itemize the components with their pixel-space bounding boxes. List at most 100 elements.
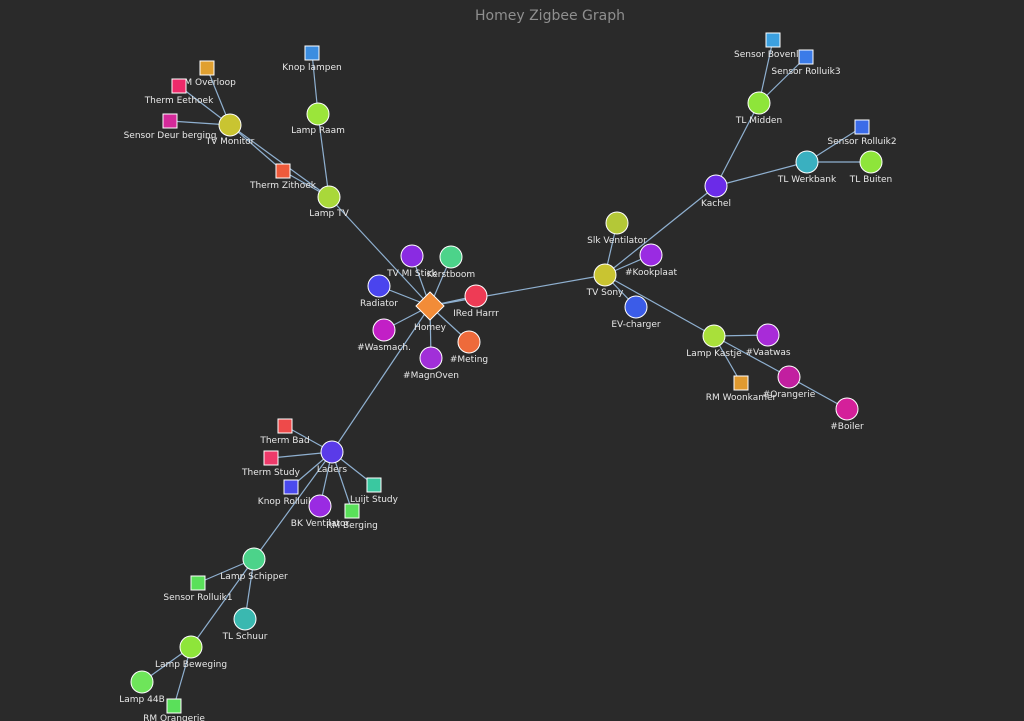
node-orangerie[interactable]: #Orangerie [763, 365, 816, 400]
node-marker-lamptv[interactable] [317, 185, 341, 209]
node-ired[interactable]: IRed Harrr [453, 284, 499, 319]
node-boiler[interactable]: #Boiler [830, 397, 864, 432]
node-marker-ired[interactable] [464, 284, 488, 308]
node-lamptv[interactable]: Lamp TV [309, 185, 350, 219]
node-sensorr1[interactable]: Sensor Rolluik1 [163, 575, 233, 603]
node-thermeet[interactable]: Therm Eethoek [144, 78, 214, 106]
node-kerst[interactable]: Kerstboom [427, 245, 475, 280]
node-thermzit[interactable]: Therm Zithoek [249, 163, 317, 191]
node-marker-lampschipper[interactable] [242, 547, 266, 571]
node-marker-thermeet[interactable] [171, 78, 187, 94]
node-marker-wasmach[interactable] [372, 318, 396, 342]
node-marker-sensorr2[interactable] [854, 119, 870, 135]
node-thermbad[interactable]: Therm Bad [259, 418, 310, 446]
node-sensorr3[interactable]: Sensor Rolluik3 [771, 49, 841, 77]
node-marker-tvmi[interactable] [400, 244, 424, 268]
node-marker-rmoverloop[interactable] [199, 60, 215, 76]
node-marker-lampkastje[interactable] [702, 324, 726, 348]
node-slkvent[interactable]: Slk Ventilator [587, 211, 647, 246]
node-marker-lampbeweging[interactable] [179, 635, 203, 659]
node-marker-homey[interactable] [415, 291, 445, 321]
node-label-magnoven: #MagnOven [403, 371, 459, 381]
node-marker-knoplampen[interactable] [304, 45, 320, 61]
node-sensorboven[interactable]: Sensor Bovenluik [734, 32, 813, 60]
node-label-thermeet: Therm Eethoek [144, 96, 214, 106]
node-tlwerk[interactable]: TL Werkbank [777, 150, 837, 185]
node-knoplampen[interactable]: Knop lampen [282, 45, 342, 73]
node-tvsony[interactable]: TV Sony [586, 263, 624, 298]
node-bkvent[interactable]: BK Ventilator [291, 494, 350, 529]
node-rmorangerie[interactable]: RM Orangerie [143, 698, 205, 721]
node-marker-thermstudy[interactable] [263, 450, 279, 466]
node-magnoven[interactable]: #MagnOven [403, 346, 459, 381]
node-marker-sensordeur[interactable] [162, 113, 178, 129]
node-marker-bkvent[interactable] [308, 494, 332, 518]
node-marker-tvmonitor[interactable] [218, 113, 242, 137]
node-label-lampkastje: Lamp Kastje [686, 349, 742, 359]
node-sensordeur[interactable]: Sensor Deur berging [124, 113, 217, 141]
node-marker-sensorr3[interactable] [798, 49, 814, 65]
node-marker-tlmidden[interactable] [747, 91, 771, 115]
node-label-rmwoon: RM Woonkamer [706, 393, 777, 403]
node-lampschipper[interactable]: Lamp Schipper [220, 547, 288, 582]
node-marker-tlschuur[interactable] [233, 607, 257, 631]
node-knoprolluiken[interactable]: Knop Rolluiken [258, 479, 324, 507]
node-label-sensorboven: Sensor Bovenluik [734, 50, 813, 60]
node-marker-thermzit[interactable] [275, 163, 291, 179]
node-meting[interactable]: #Meting [450, 330, 488, 365]
node-marker-vaatwas[interactable] [756, 323, 780, 347]
node-evcharger[interactable]: EV-charger [611, 295, 661, 330]
node-lamp44b[interactable]: Lamp 44B [119, 670, 165, 705]
node-kachel[interactable]: Kachel [701, 174, 731, 209]
node-marker-boiler[interactable] [835, 397, 859, 421]
node-rmwoon[interactable]: RM Woonkamer [706, 375, 777, 403]
node-radiator[interactable]: Radiator [360, 274, 398, 309]
node-label-rmorangerie: RM Orangerie [143, 714, 205, 721]
node-marker-radiator[interactable] [367, 274, 391, 298]
node-label-thermzit: Therm Zithoek [249, 181, 317, 191]
node-marker-magnoven[interactable] [419, 346, 443, 370]
node-wasmach[interactable]: #Wasmach. [357, 318, 411, 353]
node-marker-tvsony[interactable] [593, 263, 617, 287]
node-marker-meting[interactable] [457, 330, 481, 354]
node-marker-rmberging[interactable] [344, 503, 360, 519]
node-rmoverloop[interactable]: RM Overloop [178, 60, 236, 88]
node-marker-laders[interactable] [320, 440, 344, 464]
node-marker-rmwoon[interactable] [733, 375, 749, 391]
node-lampbeweging[interactable]: Lamp Beweging [155, 635, 227, 670]
node-marker-lampraam[interactable] [306, 102, 330, 126]
node-marker-kerst[interactable] [439, 245, 463, 269]
node-marker-evcharger[interactable] [624, 295, 648, 319]
node-tlschuur[interactable]: TL Schuur [222, 607, 268, 642]
node-laders[interactable]: Laders [317, 440, 347, 475]
node-tlbuiten[interactable]: TL Buiten [849, 150, 893, 185]
node-label-tvmonitor: TV Monitor [205, 137, 255, 147]
node-tvmonitor[interactable]: TV Monitor [205, 113, 255, 147]
node-marker-thermbad[interactable] [277, 418, 293, 434]
node-tvmi[interactable]: TV MI Stick [386, 244, 438, 279]
node-marker-sensorr1[interactable] [190, 575, 206, 591]
node-tlmidden[interactable]: TL Midden [735, 91, 782, 126]
node-marker-lamp44b[interactable] [130, 670, 154, 694]
node-label-sensordeur: Sensor Deur berging [124, 131, 217, 141]
node-marker-rmorangerie[interactable] [166, 698, 182, 714]
node-marker-sensorboven[interactable] [765, 32, 781, 48]
node-marker-tlwerk[interactable] [795, 150, 819, 174]
node-kookplaat[interactable]: #Kookplaat [625, 243, 677, 278]
node-marker-tlbuiten[interactable] [859, 150, 883, 174]
node-rmberging[interactable]: RM Berging [326, 503, 378, 531]
node-homey[interactable]: Homey [414, 291, 447, 333]
node-marker-luijtstudy[interactable] [366, 477, 382, 493]
node-thermstudy[interactable]: Therm Study [241, 450, 301, 478]
node-marker-orangerie[interactable] [777, 365, 801, 389]
node-marker-kookplaat[interactable] [639, 243, 663, 267]
node-lampkastje[interactable]: Lamp Kastje [686, 324, 742, 359]
node-sensorr2[interactable]: Sensor Rolluik2 [827, 119, 897, 147]
node-vaatwas[interactable]: #Vaatwas [745, 323, 791, 358]
node-marker-slkvent[interactable] [605, 211, 629, 235]
node-luijtstudy[interactable]: Luijt Study [350, 477, 399, 505]
node-marker-knoprolluiken[interactable] [283, 479, 299, 495]
node-marker-kachel[interactable] [704, 174, 728, 198]
node-lampraam[interactable]: Lamp Raam [291, 102, 345, 136]
